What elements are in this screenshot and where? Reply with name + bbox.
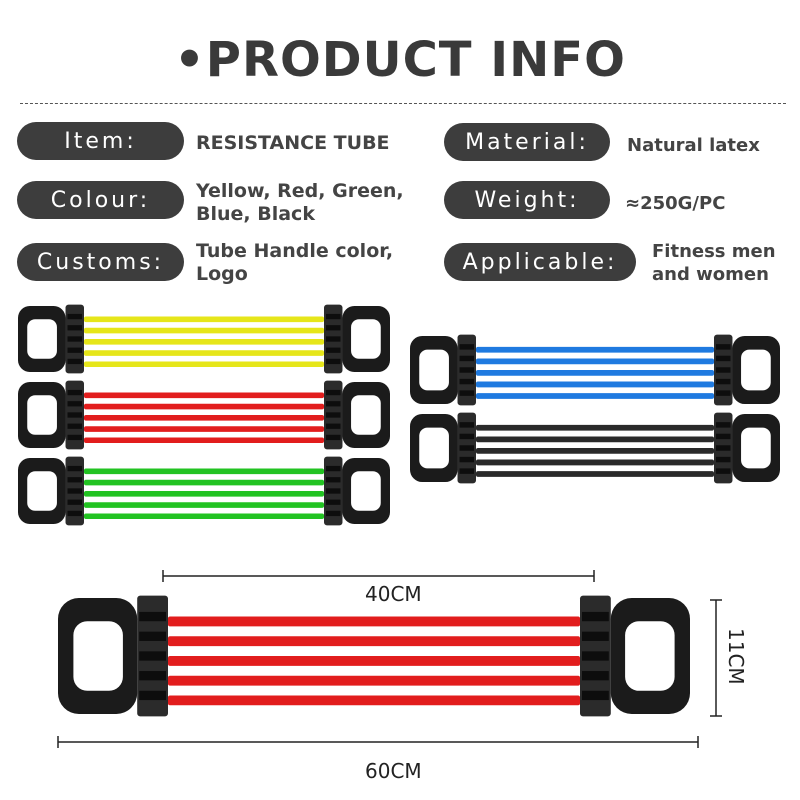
divider bbox=[20, 103, 786, 104]
colour-label-pill: Colour: bbox=[17, 181, 184, 219]
yellow-expander-tube bbox=[84, 316, 324, 323]
blue-expander-tube bbox=[476, 358, 714, 365]
green-expander-left-handle bbox=[18, 456, 84, 526]
material-value: Natural latex bbox=[627, 135, 760, 156]
applicable-value-line2: and women bbox=[652, 264, 769, 285]
item-value: RESISTANCE TUBE bbox=[196, 132, 390, 154]
colour-value: Yellow, Red, Green, Blue, Black bbox=[196, 180, 404, 226]
large-red-expander-tube bbox=[168, 616, 580, 627]
black-expander-tube bbox=[476, 471, 714, 477]
customs-label-pill: Customs: bbox=[17, 243, 184, 281]
red-expander-tube bbox=[84, 403, 324, 410]
total-length-label: 60CM bbox=[365, 759, 422, 783]
black-expander-tube bbox=[476, 459, 714, 466]
large-red-expander-tube bbox=[168, 636, 580, 647]
large-red-expander-tube bbox=[168, 675, 580, 686]
blue-expander-left-handle bbox=[410, 334, 476, 406]
red-expander-tube bbox=[84, 392, 324, 399]
item-label-pill: Item: bbox=[17, 122, 184, 160]
green-expander-tube bbox=[84, 513, 324, 520]
large-red-expander-tube bbox=[168, 656, 580, 666]
weight-label-pill: Weight: bbox=[444, 181, 610, 219]
colour-value-line1: Yellow, Red, Green, bbox=[196, 180, 404, 202]
customs-value-line1: Tube Handle color, bbox=[196, 240, 394, 262]
blue-expander-tube bbox=[476, 393, 714, 399]
green-expander-tube bbox=[84, 468, 324, 475]
blue-expander-tube bbox=[476, 370, 714, 376]
applicable-label-pill: Applicable: bbox=[444, 243, 636, 281]
red-expander-right-handle bbox=[324, 380, 390, 450]
customs-value: Tube Handle color, Logo bbox=[196, 240, 393, 286]
green-expander-right-handle bbox=[324, 456, 390, 526]
green-expander-tube bbox=[84, 502, 324, 508]
black-expander-right-handle bbox=[714, 412, 780, 484]
black-expander-tube bbox=[476, 436, 714, 443]
applicable-value-line1: Fitness men bbox=[652, 241, 776, 262]
black-expander-tube bbox=[476, 448, 714, 454]
green-expander-tube bbox=[84, 479, 324, 486]
applicable-value: Fitness men and women bbox=[652, 240, 776, 286]
large-red-expander-left-handle bbox=[58, 595, 168, 717]
red-expander-tube bbox=[84, 426, 324, 432]
red-expander-left-handle bbox=[18, 380, 84, 450]
red-expander-tube bbox=[84, 415, 324, 421]
large-red-expander-tube bbox=[168, 695, 580, 706]
yellow-expander-tube bbox=[84, 327, 324, 334]
blue-expander-right-handle bbox=[714, 334, 780, 406]
blue-expander-tube bbox=[476, 346, 714, 353]
yellow-expander-tube bbox=[84, 361, 324, 368]
page-title: •PRODUCT INFO bbox=[174, 32, 626, 88]
black-expander-left-handle bbox=[410, 412, 476, 484]
handle-height-label: 11CM bbox=[724, 628, 748, 685]
yellow-expander-left-handle bbox=[18, 304, 84, 374]
black-expander-tube bbox=[476, 424, 714, 431]
tube-length-label: 40CM bbox=[365, 582, 422, 606]
blue-expander-tube bbox=[476, 381, 714, 388]
weight-value: ≈250G/PC bbox=[625, 193, 726, 214]
green-expander-tube bbox=[84, 491, 324, 497]
red-expander-tube bbox=[84, 437, 324, 444]
customs-value-line2: Logo bbox=[196, 263, 248, 285]
colour-value-line2: Blue, Black bbox=[196, 203, 315, 225]
large-red-expander-right-handle bbox=[580, 595, 690, 717]
yellow-expander-right-handle bbox=[324, 304, 390, 374]
yellow-expander-tube bbox=[84, 350, 324, 356]
material-label-pill: Material: bbox=[444, 123, 610, 161]
yellow-expander-tube bbox=[84, 339, 324, 345]
